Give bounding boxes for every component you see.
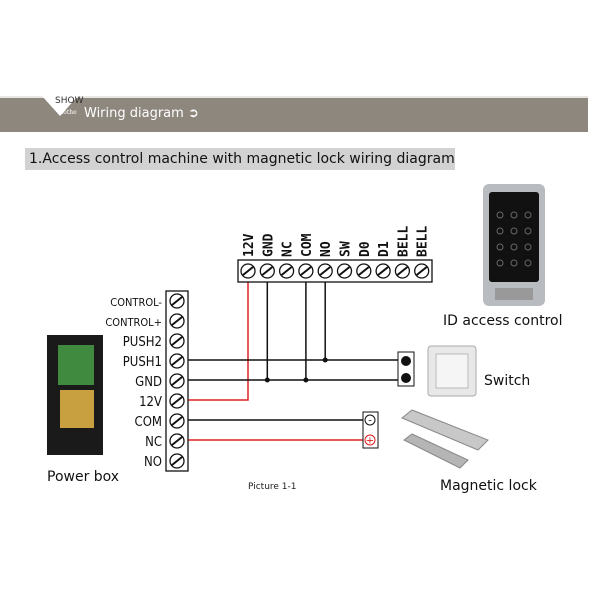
wire-junction (303, 377, 309, 383)
left-terminal-screw-slot (171, 456, 183, 466)
wire-12v (188, 280, 249, 401)
magnetic-lock-label: Magnetic lock (440, 478, 537, 494)
wire-junction (264, 377, 270, 383)
top-terminal-label: D1 (377, 241, 392, 257)
left-terminal-screw-slot (171, 376, 183, 386)
badge-clothe: clothe (58, 109, 77, 116)
switch-terminal (401, 356, 411, 366)
top-terminal-screw-slot (396, 266, 409, 276)
lock-terminal (364, 414, 376, 426)
left-terminal-label: NO (144, 455, 162, 470)
left-terminal-screw-slot (171, 296, 183, 306)
top-terminal-label: SW (339, 241, 354, 257)
left-terminal-label: PUSH2 (123, 335, 162, 350)
top-terminal-label: COM (300, 233, 315, 257)
keypad-key (510, 243, 518, 251)
keypad-key (510, 211, 518, 219)
top-terminal-screw-slot (280, 266, 293, 276)
lock-terminal (364, 434, 376, 446)
top-terminal-label: 12V (242, 233, 257, 257)
power-box-label: Power box (47, 469, 120, 485)
keypad-key (510, 227, 518, 235)
power-box-image (47, 335, 103, 455)
top-terminal-label: GND (261, 233, 276, 257)
left-terminal-screw-slot (171, 356, 183, 366)
id-access-control-image (483, 184, 545, 306)
top-terminal-label: NC (281, 241, 296, 257)
section-title: Wiring diagram ➲ (84, 106, 199, 121)
left-terminal-screw-slot (171, 416, 183, 426)
left-terminal-screw-slot (171, 436, 183, 446)
keypad-key (524, 243, 532, 251)
top-terminal-screw-slot (242, 266, 254, 276)
keypad-key (524, 211, 532, 219)
picture-caption: Picture 1-1 (248, 482, 297, 492)
top-terminal-label: NO (319, 241, 334, 257)
lock-terminal-sign: - (368, 416, 372, 427)
diagram-title: 1.Access control machine with magnetic l… (25, 148, 455, 170)
switch-terminal (401, 373, 411, 383)
keypad-key (496, 227, 504, 235)
top-terminal-screw-slot (300, 266, 312, 276)
left-terminal-label: CONTROL+ (105, 316, 162, 329)
lock-terminal-sign: + (366, 436, 374, 447)
section-label: Wiring diagram (84, 106, 184, 121)
keypad-key (496, 211, 504, 219)
switch-label: Switch (484, 373, 531, 389)
left-terminal-label: CONTROL- (110, 296, 162, 309)
header-band (0, 96, 588, 132)
left-terminal-label: PUSH1 (123, 355, 162, 370)
top-terminal-screw-slot (416, 266, 428, 276)
badge-triangle (42, 96, 78, 116)
left-terminal-screw-slot (171, 336, 183, 346)
keypad-key (524, 227, 532, 235)
top-terminal-label: BELL (396, 226, 411, 257)
circle-arrow-right-icon: ➲ (187, 106, 199, 121)
top-terminal-screw-slot (338, 266, 351, 276)
left-terminal-label: GND (135, 375, 162, 390)
badge-show: SHOW (55, 96, 84, 106)
id-access-label: ID access control (443, 313, 563, 329)
magnetic-lock-image (401, 409, 489, 469)
top-terminal-screw-slot (261, 266, 273, 276)
top-terminal-screw-slot (319, 266, 331, 276)
left-terminal-label: NC (145, 435, 162, 450)
keypad-key (510, 259, 518, 267)
left-terminal-label: 12V (139, 395, 162, 410)
keypad-key (524, 259, 532, 267)
top-terminal-screw-slot (377, 266, 389, 276)
switch-image (427, 345, 477, 397)
keypad-key (496, 259, 504, 267)
top-terminal-screw-slot (358, 266, 370, 276)
left-terminal-screw-slot (171, 316, 183, 326)
wire-junction (322, 357, 328, 363)
top-terminal-label: BELL (416, 226, 431, 257)
left-terminal-screw-slot (171, 396, 183, 406)
keypad-key (496, 243, 504, 251)
left-terminal-label: COM (135, 415, 162, 430)
top-terminal-label: D0 (358, 241, 373, 257)
